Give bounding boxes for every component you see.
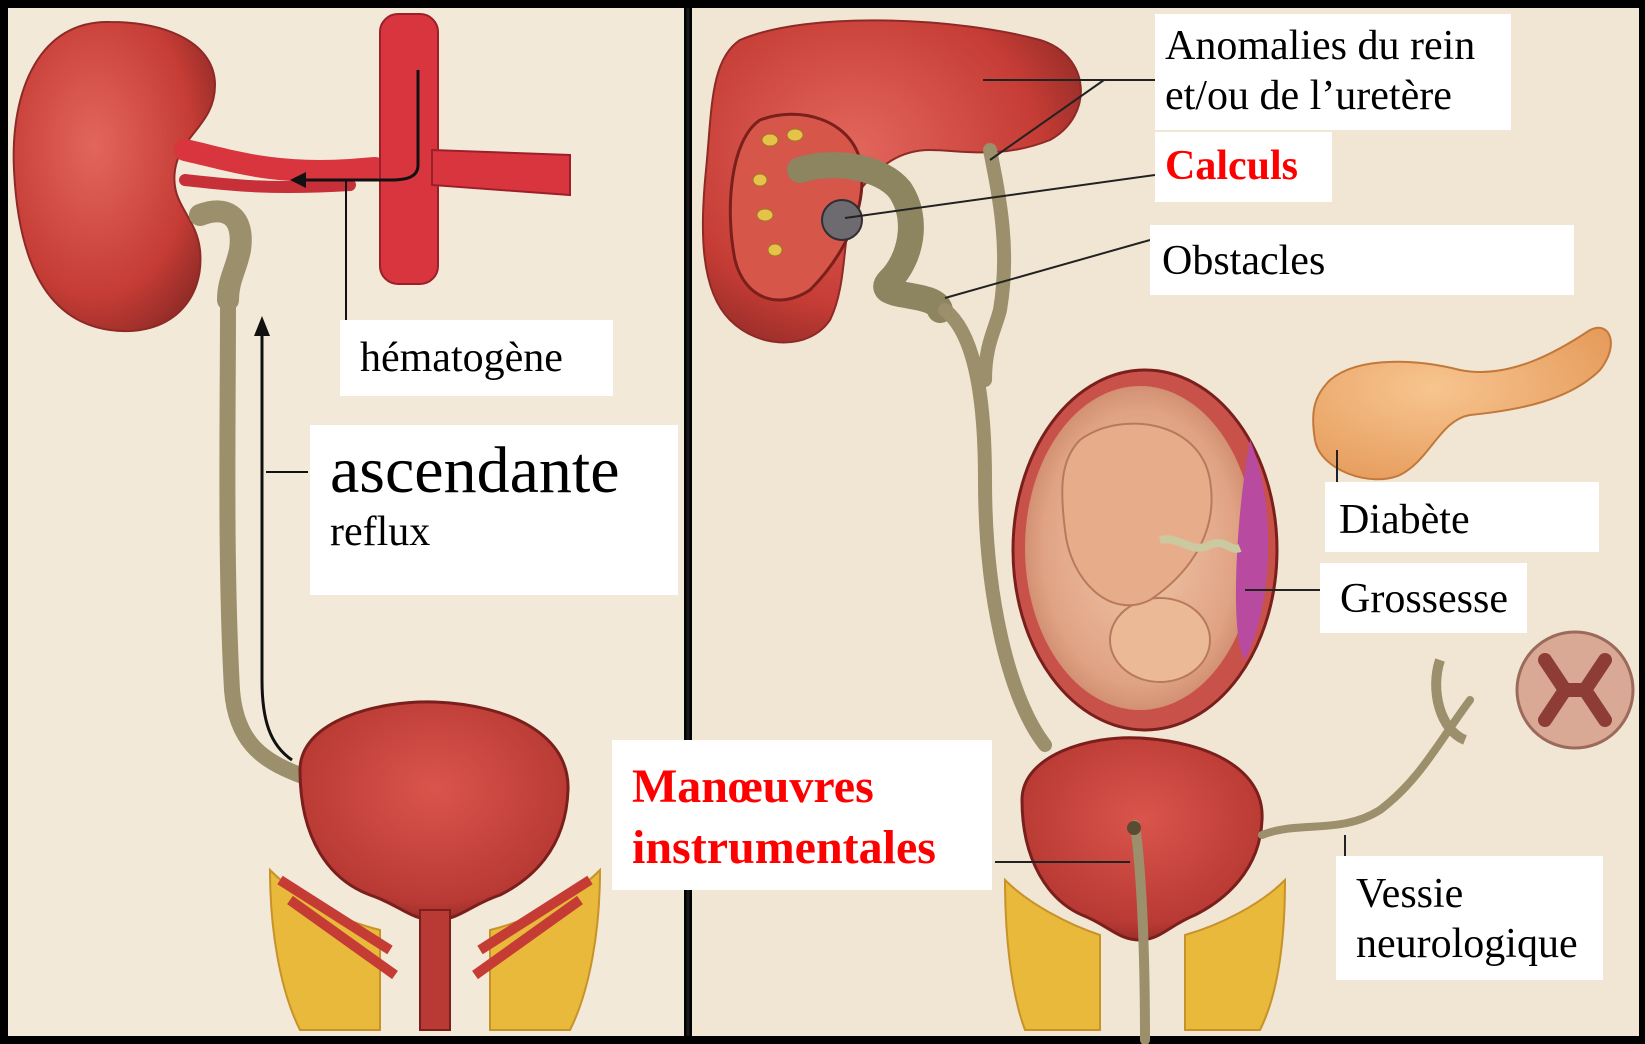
label-hematogene-text: hématogène (360, 335, 563, 381)
label-manoeuvres-line2: instrumentales (632, 817, 992, 878)
calculus-stone (822, 200, 862, 240)
label-anomalies-line2: et/ou de l’uretère (1165, 72, 1511, 122)
label-obstacles-text: Obstacles (1162, 238, 1325, 284)
label-ascendante-title: ascendante (330, 435, 678, 508)
label-diabete: Diabète (1325, 482, 1599, 552)
label-manoeuvres: Manœuvres instrumentales (612, 740, 992, 890)
fetus-head (1110, 598, 1210, 682)
label-vessie: Vessie neurologique (1336, 856, 1603, 980)
catheter-tip (1127, 821, 1141, 835)
label-vessie-line2: neurologique (1356, 920, 1603, 970)
label-anomalies-line1: Anomalies du rein (1165, 22, 1511, 72)
great-vessel (380, 14, 438, 284)
label-manoeuvres-line1: Manœuvres (632, 756, 992, 817)
label-calculs: Calculs (1155, 132, 1332, 202)
label-anomalies: Anomalies du rein et/ou de l’uretère (1155, 14, 1511, 130)
label-hematogene: hématogène (340, 320, 613, 396)
label-vessie-line1: Vessie (1356, 870, 1603, 920)
left-urethra (420, 910, 450, 1030)
label-calculs-text: Calculs (1165, 143, 1298, 189)
label-ascendante: ascendante reflux (310, 425, 678, 595)
label-grossesse: Grossesse (1320, 563, 1527, 633)
label-reflux: reflux (330, 508, 678, 558)
label-grossesse-text: Grossesse (1340, 576, 1508, 622)
label-diabete-text: Diabète (1339, 497, 1470, 543)
label-obstacles: Obstacles (1150, 225, 1574, 295)
